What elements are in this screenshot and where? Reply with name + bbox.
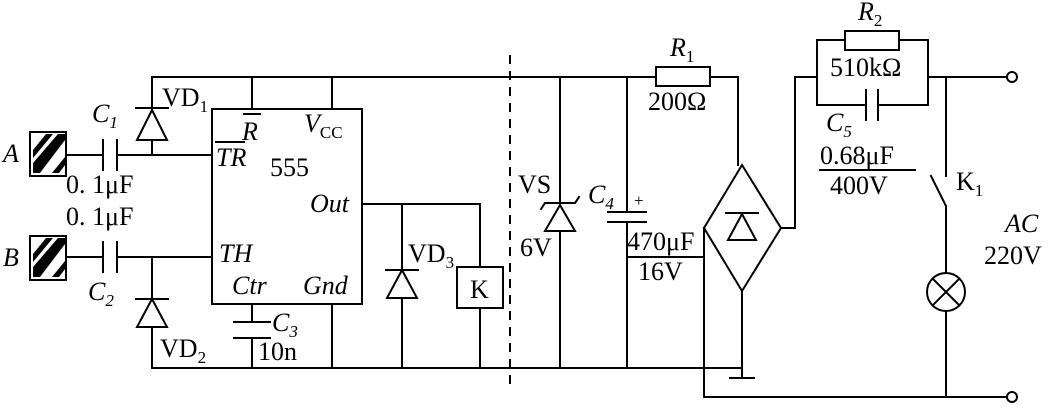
pin-out-label: Out	[310, 189, 350, 218]
resistor-r2	[844, 30, 900, 51]
terminal-a	[29, 131, 67, 177]
capacitor-c2	[102, 241, 118, 273]
zener-vs	[539, 195, 581, 232]
vd3-label: VD3	[408, 239, 454, 272]
vs-value: 6V	[520, 233, 552, 262]
k1-label: K1	[956, 167, 983, 200]
pin-ctr-label: Ctr	[232, 271, 268, 300]
r1-to-bridge-wire	[709, 76, 739, 166]
pin-tr-label: TR	[216, 143, 246, 172]
c4-label: C4	[588, 180, 614, 213]
terminal-b	[29, 235, 67, 281]
switch-k1	[929, 174, 948, 208]
pin-vcc-label: VCC	[304, 109, 343, 142]
bridge-ac-left-wire	[703, 227, 1009, 398]
wires	[65, 39, 1009, 398]
resistor-r1	[655, 66, 711, 87]
c5-value: 0.68μF	[820, 141, 894, 170]
ic-part-number: 555	[270, 153, 309, 182]
vs-label: VS	[518, 170, 551, 199]
r2-label: R2	[857, 0, 882, 30]
pin-th-label: TH	[219, 239, 253, 268]
ac-voltage: 220V	[984, 241, 1042, 270]
c5-voltage: 400V	[830, 171, 888, 200]
r1-value: 200Ω	[648, 87, 706, 116]
relay-label: K	[470, 275, 489, 304]
bridge-ac-right-wire	[780, 76, 818, 229]
pin-reset-label: R	[241, 117, 258, 146]
c2-value: 0. 1μF	[66, 202, 133, 231]
c4-value: 470μF	[627, 227, 694, 256]
terminal-b-label: B	[3, 243, 19, 272]
terminal-a-label: A	[1, 139, 19, 168]
capacitor-c5	[865, 89, 879, 121]
c5-label: C5	[826, 108, 852, 141]
c3-value: 10n	[258, 337, 297, 366]
vd2-label: VD2	[160, 334, 206, 367]
diode-vd1	[135, 107, 169, 141]
capacitor-c1	[102, 139, 118, 171]
vd1-label: VD1	[162, 83, 208, 116]
capacitor-c3	[233, 321, 271, 339]
r1-label: R1	[669, 33, 694, 66]
lamp	[926, 272, 966, 312]
bridge-rectifier	[702, 163, 783, 293]
c1-label: C1	[92, 99, 118, 132]
ic-555	[211, 108, 363, 305]
c2-label: C2	[88, 277, 114, 310]
ac-terminal-bottom	[1006, 391, 1018, 403]
pin-gnd-label: Gnd	[303, 271, 349, 300]
c1-value: 0. 1μF	[66, 170, 133, 199]
ac-terminal-top	[1006, 71, 1018, 83]
relay-coil	[456, 266, 504, 309]
r2-value: 510kΩ	[830, 53, 901, 82]
capacitor-c4	[607, 211, 647, 223]
ac-label: AC	[1003, 209, 1039, 238]
c4-polarity: +	[634, 191, 644, 210]
c4-voltage: 16V	[638, 257, 683, 286]
diode-vd3	[385, 267, 419, 299]
c3-label: C3	[272, 308, 298, 341]
diode-vd2	[135, 296, 169, 328]
